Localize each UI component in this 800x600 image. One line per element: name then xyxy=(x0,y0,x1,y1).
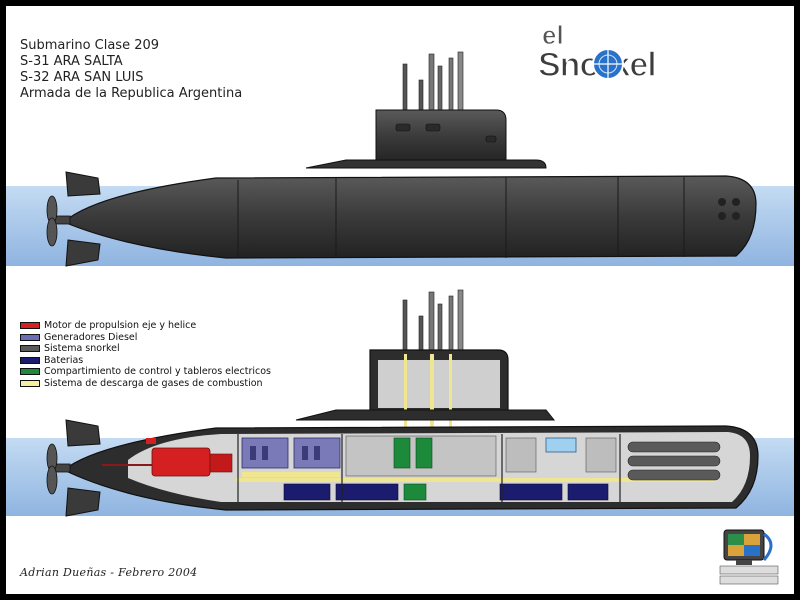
legend-swatch-snorkel xyxy=(20,345,40,353)
title-navy: Armada de la Republica Argentina xyxy=(20,86,243,101)
logo-small-text: el xyxy=(542,20,564,50)
periscope-crosshair-icon xyxy=(592,48,624,80)
cutaway-drawing xyxy=(6,289,794,517)
battery-bank-4 xyxy=(567,483,609,501)
legend-swatch-propulsion xyxy=(20,322,40,330)
legend-label-propulsion: Motor de propulsion eje y helice xyxy=(44,320,197,331)
illustration-frame: Submarino Clase 209 S-31 ARA SALTA S-32 … xyxy=(6,6,794,594)
artist-credit-logo xyxy=(719,529,779,585)
legend-swatch-control xyxy=(20,368,40,376)
legend-swatch-exhaust xyxy=(20,379,40,387)
legend-item: Generadores Diesel xyxy=(20,332,271,344)
legend-label-batteries: Baterias xyxy=(44,354,84,366)
propulsion-motor xyxy=(151,447,211,477)
sail-interior xyxy=(378,360,500,408)
legend-item: Motor de propulsion eje y helice xyxy=(20,320,271,332)
el-snorkel-logo: el Snorkel xyxy=(537,20,657,85)
title-ship-2: S-32 ARA SAN LUIS xyxy=(20,70,144,85)
battery-bank-2 xyxy=(335,483,399,501)
legend-label-control: Compartimiento de control y tableros ele… xyxy=(44,366,271,377)
legend-item: Compartimiento de control y tableros ele… xyxy=(20,366,271,378)
legend-label-diesel: Generadores Diesel xyxy=(44,331,138,343)
masts-group-cutaway xyxy=(402,289,464,355)
artist-signature: Adrian Dueñas - Febrero 2004 xyxy=(20,566,198,579)
exhaust-line xyxy=(236,478,716,482)
exterior-profile-drawing xyxy=(6,51,794,267)
hull xyxy=(62,175,757,259)
title-ship-1: S-31 ARA SALTA xyxy=(20,54,123,69)
legend-label-exhaust: Sistema de descarga de gases de combusti… xyxy=(44,377,263,389)
legend-item: Sistema de descarga de gases de combusti… xyxy=(20,378,271,390)
legend-label-snorkel: Sistema snorkel xyxy=(44,343,120,354)
tail-fin-propeller-cutaway xyxy=(46,419,101,517)
legend-item: Baterias xyxy=(20,355,271,367)
battery-bank-3 xyxy=(499,483,563,501)
legend-swatch-diesel xyxy=(20,333,40,341)
legend: Motor de propulsion eje y helice Generad… xyxy=(20,320,271,389)
legend-swatch-batteries xyxy=(20,356,40,364)
title-block: Submarino Clase 209 S-31 ARA SALTA S-32 … xyxy=(20,38,242,102)
sail xyxy=(375,109,507,165)
battery-bank-1 xyxy=(283,483,331,501)
masts-group xyxy=(402,51,464,111)
tail-fin-propeller xyxy=(46,171,101,267)
title-class: Submarino Clase 209 xyxy=(20,38,160,53)
legend-item: Sistema snorkel xyxy=(20,343,271,355)
torpedo xyxy=(627,441,721,453)
control-panel xyxy=(393,437,411,469)
